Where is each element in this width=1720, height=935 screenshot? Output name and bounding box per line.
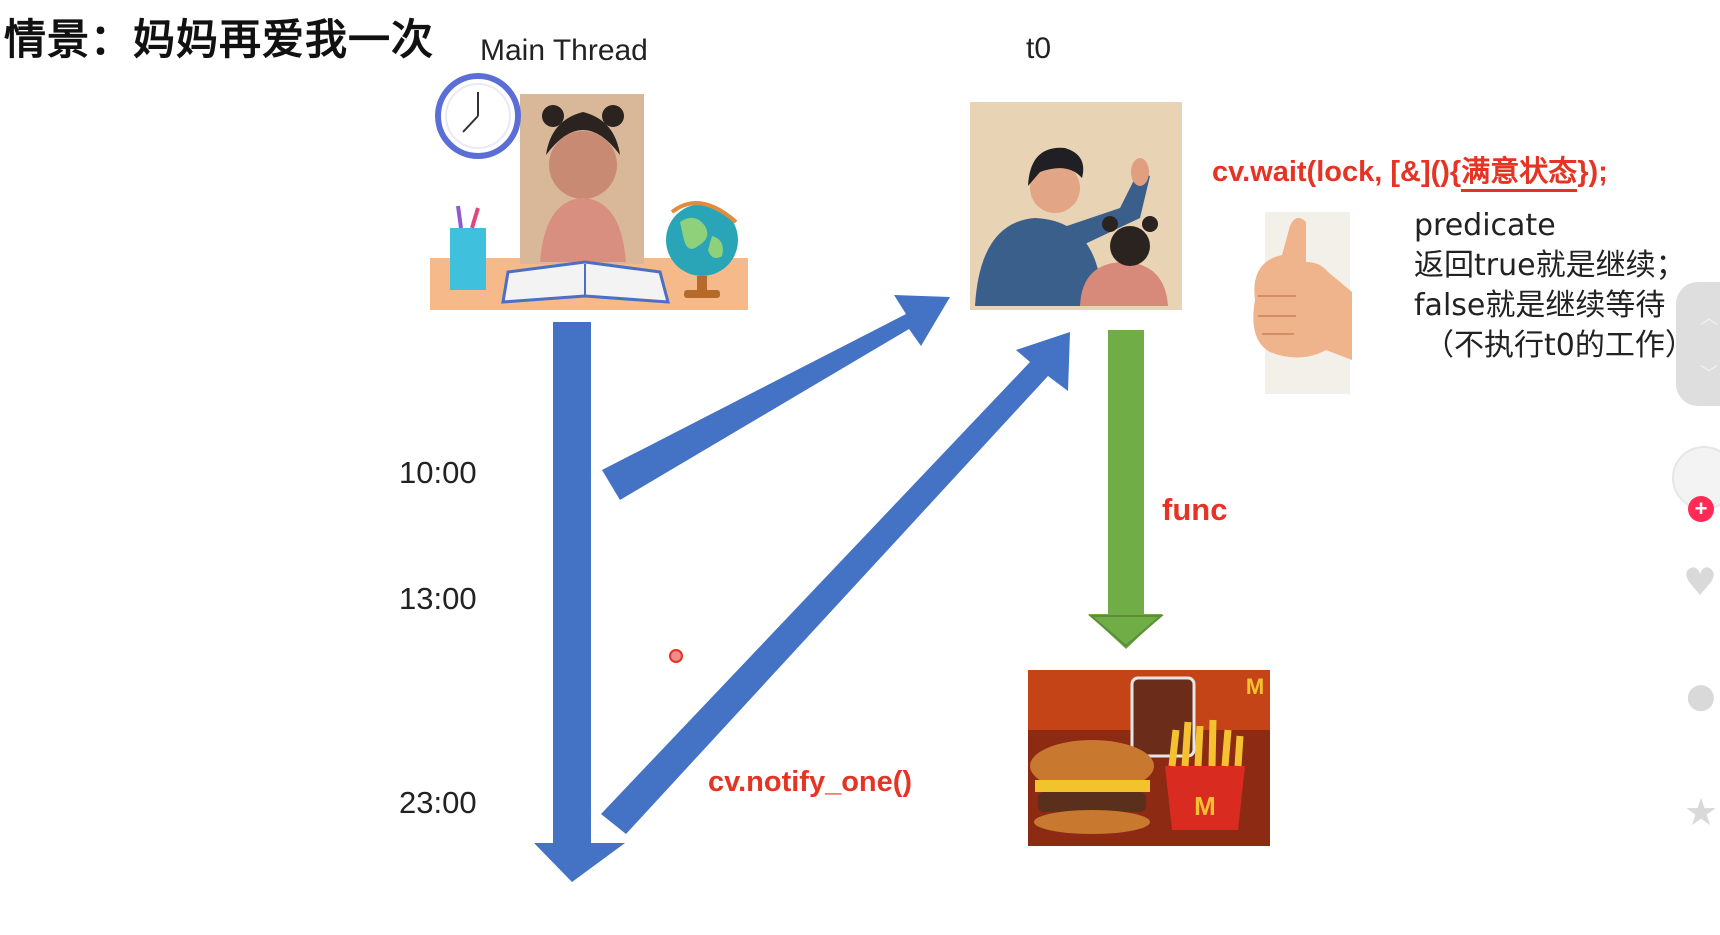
svg-text:M: M <box>1194 791 1216 821</box>
func-arrow <box>1088 330 1163 649</box>
chevron-down-icon: ﹀ <box>1700 364 1718 385</box>
wait-code-suffix: }); <box>1577 156 1608 188</box>
predicate-note-line: predicate <box>1414 208 1556 243</box>
t0-label: t0 <box>1026 32 1052 65</box>
comment-icon[interactable]: ● <box>1686 676 1716 716</box>
side-scroll-handle[interactable]: ︿ ﹀ <box>1676 282 1720 406</box>
time-label-1300: 13:00 <box>399 581 477 616</box>
start-thread-arrow <box>602 295 950 500</box>
wait-code: cv.wait(lock, [&](){满意状态}); <box>1212 148 1608 192</box>
time-label-2300: 23:00 <box>399 785 477 820</box>
girl-doing-homework-image <box>430 94 748 310</box>
func-label: func <box>1162 492 1228 527</box>
predicate-note-line: （不执行t0的工作） <box>1424 328 1695 363</box>
pointer-dot <box>669 649 683 663</box>
wait-code-prefix: cv.wait(lock, [&](){ <box>1212 156 1462 188</box>
notify-arrow <box>601 332 1070 834</box>
svg-text:M: M <box>1246 674 1264 699</box>
time-label-1000: 10:00 <box>399 455 477 490</box>
main-thread-label: Main Thread <box>480 34 648 67</box>
clock-icon <box>435 73 521 159</box>
chevron-up-icon: ︿ <box>1700 308 1718 329</box>
mother-and-daughter-image <box>970 102 1182 310</box>
main-thread-arrow <box>534 322 625 882</box>
predicate-note-line: 返回true就是继续； <box>1414 248 1686 283</box>
burger-meal-image: M M <box>1028 670 1270 846</box>
wait-code-highlight: 满意状态 <box>1461 156 1578 192</box>
star-icon[interactable]: ★ <box>1684 790 1719 834</box>
predicate-note-line: false就是继续等待 <box>1414 288 1666 323</box>
page-title: 情景：妈妈再爱我一次 <box>4 15 435 64</box>
globe-icon <box>666 201 738 298</box>
notify-label: cv.notify_one() <box>708 766 913 798</box>
thumbs-up-icon <box>1253 212 1352 394</box>
heart-icon[interactable]: ♥ <box>1683 560 1718 604</box>
add-follow-icon[interactable]: + <box>1688 496 1714 522</box>
predicate-note: predicate 返回true就是继续； false就是继续等待 （不执行t0… <box>1414 206 1695 366</box>
